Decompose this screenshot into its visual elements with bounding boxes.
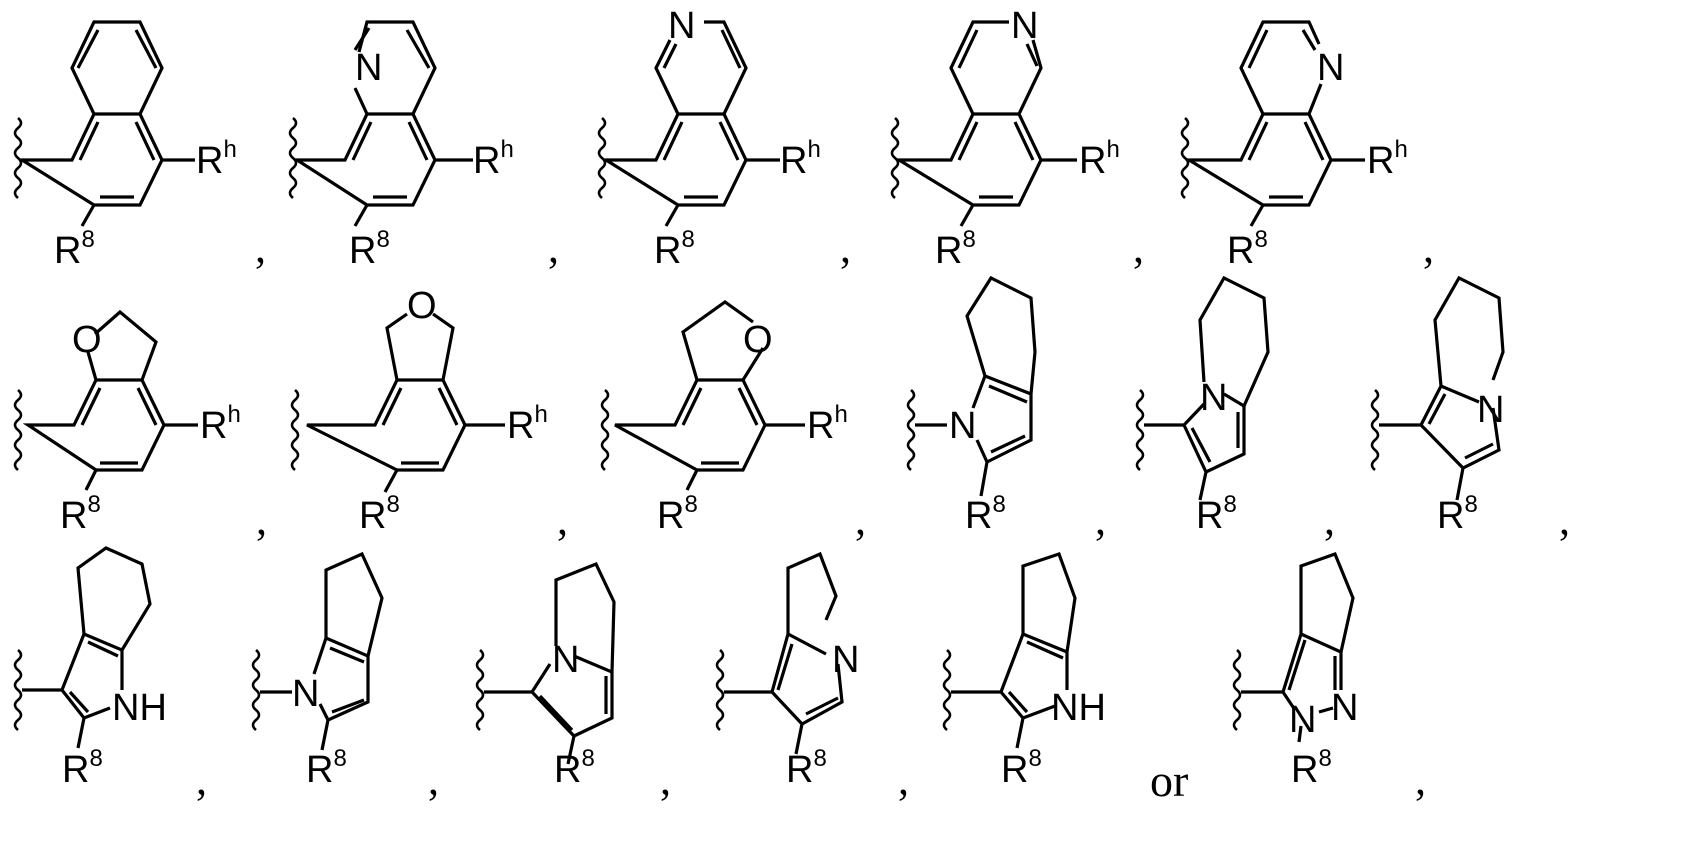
- svg-text:Rh: Rh: [473, 136, 514, 182]
- svg-text:Rh: Rh: [1367, 136, 1408, 182]
- svg-text:,: ,: [898, 755, 909, 804]
- separator-comma: ,: [548, 223, 559, 272]
- svg-text:,: ,: [1559, 495, 1570, 544]
- svg-text:R8: R8: [657, 491, 698, 537]
- svg-text:N: N: [292, 673, 319, 715]
- svg-text:O: O: [743, 319, 773, 361]
- svg-text:R8: R8: [62, 745, 103, 791]
- svg-text:N: N: [832, 639, 859, 681]
- svg-text:,: ,: [855, 495, 866, 544]
- svg-text:R8: R8: [654, 226, 695, 272]
- structure-tetrahydroindolyl-N: N R8 ,: [906, 275, 1106, 544]
- svg-text:N: N: [552, 639, 579, 681]
- structure-pyrrolizinyl-5: N R8 ,: [475, 561, 671, 804]
- svg-text:R8: R8: [935, 226, 976, 272]
- svg-text:R8: R8: [60, 491, 101, 537]
- structure-cyclopentapyrazolyl: N N R8 ,: [1232, 551, 1426, 804]
- svg-text:N: N: [949, 405, 976, 447]
- separator-comma: ,: [1423, 223, 1434, 272]
- svg-text:,: ,: [660, 755, 671, 804]
- svg-text:NH: NH: [1051, 687, 1106, 729]
- svg-text:R8: R8: [1437, 491, 1478, 537]
- svg-text:R8: R8: [1291, 745, 1332, 791]
- structure-isoquinolinyl: N Rh R8 ,: [597, 5, 851, 272]
- svg-text:N: N: [1289, 699, 1316, 741]
- separator-comma: ,: [255, 223, 266, 272]
- svg-text:,: ,: [1095, 495, 1106, 544]
- structure-naphthalenyl: Rh R8 ,: [13, 20, 266, 272]
- svg-text:R8: R8: [1227, 226, 1268, 272]
- svg-text:,: ,: [557, 495, 568, 544]
- structure-cyclopentapyrrolyl-N: N R8 ,: [251, 551, 439, 804]
- conjunction-or: or: [1150, 755, 1188, 806]
- structure-tetrahydroindolizinyl-1: N R8 ,: [1370, 275, 1570, 544]
- svg-text:R8: R8: [349, 226, 390, 272]
- attachment-wavy-bond-icon: [13, 116, 23, 200]
- svg-text:R8: R8: [965, 491, 1006, 537]
- svg-text:R8: R8: [359, 491, 400, 537]
- structure-tetrahydroindolyl-3: NH R8 ,: [13, 546, 207, 804]
- terminal-comma: ,: [1415, 755, 1426, 804]
- structure-dihydroisobenzofuranyl: O Rh R8 ,: [290, 285, 568, 544]
- structure-quinolinyl-5: N Rh R8 ,: [1180, 20, 1434, 272]
- svg-text:Rh: Rh: [200, 401, 241, 447]
- svg-text:N: N: [1477, 389, 1504, 431]
- svg-text:O: O: [72, 319, 102, 361]
- svg-text:,: ,: [256, 495, 267, 544]
- svg-text:N: N: [1317, 47, 1344, 89]
- separator-comma: ,: [840, 223, 851, 272]
- svg-text:NH: NH: [112, 687, 167, 729]
- svg-text:R8: R8: [786, 745, 827, 791]
- svg-text:,: ,: [428, 755, 439, 804]
- svg-text:R8: R8: [1001, 745, 1042, 791]
- svg-text:R8: R8: [554, 745, 595, 791]
- svg-text:N: N: [1200, 377, 1227, 419]
- structure-dihydrobenzofuranyl: O Rh R8 ,: [13, 309, 267, 544]
- svg-text:R8: R8: [306, 745, 347, 791]
- substituent-label: R8: [54, 226, 95, 272]
- structure-quinolinyl: N Rh R8 ,: [288, 20, 559, 272]
- structure-cyclopentapyrrolyl-3: NH R8: [942, 551, 1106, 791]
- heteroatom-label: N: [355, 47, 382, 89]
- svg-text:O: O: [407, 285, 437, 327]
- svg-text:N: N: [1331, 687, 1358, 729]
- structure-dihydrobenzofuranyl-4: O Rh R8 ,: [600, 300, 866, 544]
- svg-text:N: N: [668, 5, 695, 47]
- svg-text:,: ,: [196, 755, 207, 804]
- structure-pyrrolizinyl-7: N R8 ,: [715, 551, 909, 804]
- svg-text:R8: R8: [1196, 491, 1237, 537]
- svg-text:Rh: Rh: [780, 136, 821, 182]
- svg-text:,: ,: [1324, 495, 1335, 544]
- substituent-label: Rh: [196, 136, 237, 182]
- structure-isoquinolinyl-5: N Rh R8 ,: [890, 5, 1144, 272]
- svg-text:Rh: Rh: [1079, 136, 1120, 182]
- svg-text:Rh: Rh: [807, 401, 848, 447]
- separator-comma: ,: [1133, 223, 1144, 272]
- structure-tetrahydroindolizinyl-3: N R8 ,: [1135, 275, 1335, 544]
- svg-text:Rh: Rh: [507, 401, 548, 447]
- svg-text:N: N: [1011, 5, 1038, 47]
